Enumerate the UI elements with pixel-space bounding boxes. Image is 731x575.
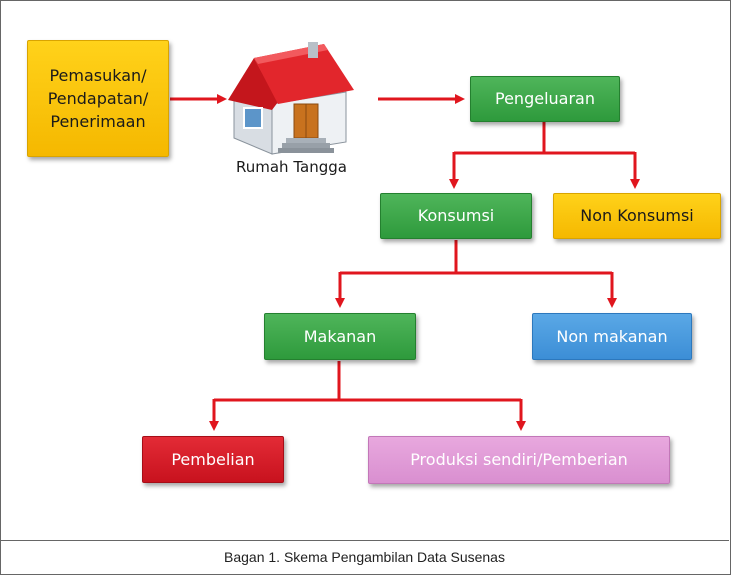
consumption-box: Konsumsi xyxy=(380,193,532,239)
connector-layer xyxy=(170,42,640,431)
own-production-label: Produksi sendiri/Pemberian xyxy=(410,450,628,470)
branch-food xyxy=(214,361,521,402)
non-consumption-box: Non Konsumsi xyxy=(553,193,721,239)
purchase-box: Pembelian xyxy=(142,436,284,483)
branch-consumption xyxy=(340,240,612,275)
own-production-box: Produksi sendiri/Pemberian xyxy=(368,436,670,484)
food-label: Makanan xyxy=(303,326,377,346)
food-box: Makanan xyxy=(264,313,416,360)
expenditure-box: Pengeluaran xyxy=(470,76,620,122)
caption-divider xyxy=(0,540,729,541)
non-food-label: Non makanan xyxy=(556,326,668,346)
household-label: Rumah Tangga xyxy=(236,158,347,176)
consumption-label: Konsumsi xyxy=(417,206,495,226)
income-label: Pemasukan/ Pendapatan/ Penerimaan xyxy=(47,65,149,132)
income-box: Pemasukan/ Pendapatan/ Penerimaan xyxy=(27,40,169,157)
purchase-label: Pembelian xyxy=(171,449,255,469)
non-food-box: Non makanan xyxy=(532,313,692,360)
non-consumption-label: Non Konsumsi xyxy=(580,206,694,226)
expenditure-label: Pengeluaran xyxy=(495,89,595,109)
branch-expenditure xyxy=(454,122,635,155)
house-icon xyxy=(228,42,354,155)
figure-caption: Bagan 1. Skema Pengambilan Data Susenas xyxy=(224,548,505,565)
